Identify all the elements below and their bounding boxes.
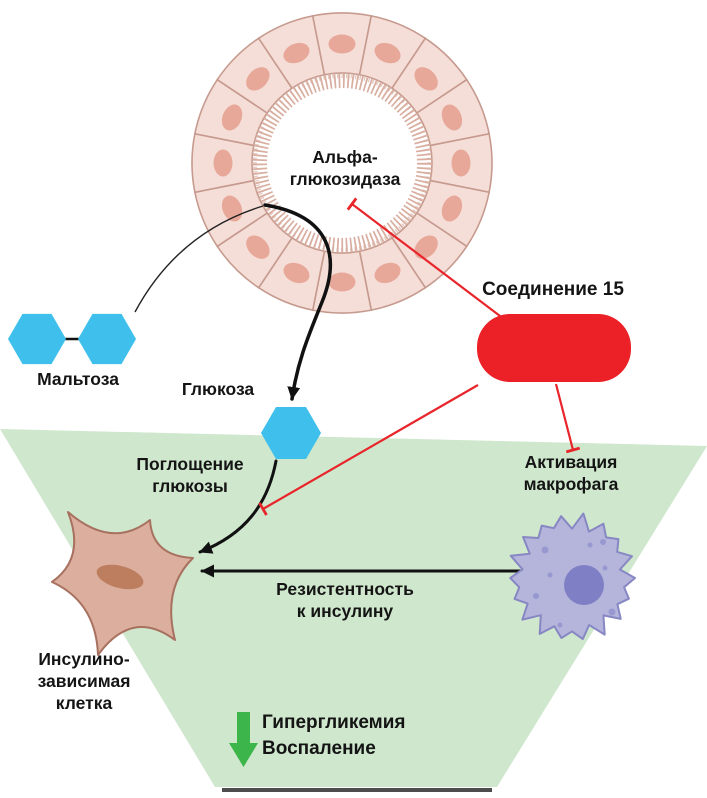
insulin-resistance-label: Резистентность к инсулину bbox=[276, 578, 414, 622]
text-line: Гипергликемия bbox=[262, 712, 406, 733]
text-line: клетка bbox=[55, 693, 113, 713]
text-line: Резистентность bbox=[276, 579, 414, 599]
brush-border-icon bbox=[253, 74, 431, 252]
text-line: зависимая bbox=[37, 671, 131, 691]
alpha-glucosidase-label: Альфа- глюкозидаза bbox=[290, 146, 401, 190]
line-maltose-to-enzyme bbox=[134, 205, 264, 313]
maltose-label: Мальтоза bbox=[37, 369, 119, 389]
inhibition-line-glucose-uptake bbox=[258, 384, 479, 516]
maltose-hexagon-left bbox=[8, 313, 66, 365]
glucose-molecule-icon bbox=[261, 407, 321, 459]
brush-border-outer-fuzz bbox=[251, 72, 433, 254]
insulin-dependent-cell-label: Инсулино- зависимая клетка bbox=[38, 648, 131, 714]
text-line: глюкозидаза bbox=[289, 169, 401, 189]
glucose-uptake-label: Поглощение глюкозы bbox=[136, 453, 243, 497]
glucose-label: Глюкоза bbox=[181, 379, 255, 399]
text-line: Альфа- bbox=[312, 147, 378, 167]
inhibition-line-enzyme bbox=[346, 197, 501, 317]
text-line: глюкозы bbox=[152, 476, 228, 496]
outcome-down-arrow-icon bbox=[229, 712, 258, 767]
compound-15-pill-icon bbox=[477, 314, 631, 382]
maltose-hexagon-right bbox=[78, 313, 136, 365]
lumen-circle bbox=[269, 90, 415, 236]
intestinal-cell-ring-icon bbox=[191, 12, 493, 314]
fibroblast-nucleus bbox=[96, 564, 144, 590]
text-line: Инсулино- bbox=[38, 649, 130, 669]
compound-15-label: Соединение 15 bbox=[482, 279, 624, 300]
text-line: Воспаление bbox=[262, 738, 376, 759]
inhibition-line-macrophage bbox=[554, 383, 581, 454]
insulin-dependent-cell-icon bbox=[51, 511, 194, 656]
macrophage-nucleus bbox=[564, 565, 604, 605]
macrophage-icon bbox=[509, 512, 636, 640]
arrow-glucose-uptake-to-cell bbox=[198, 459, 278, 554]
text-line: к инсулину bbox=[296, 601, 394, 621]
macrophage-activation-label: Активация макрофага bbox=[524, 451, 619, 495]
arrow-enzyme-to-glucose bbox=[263, 203, 333, 401]
outcomes-label: Гипергликемия Воспаление bbox=[262, 710, 405, 762]
text-line: макрофага bbox=[523, 474, 619, 494]
text-line: Активация bbox=[524, 452, 618, 472]
macrophage-granules bbox=[533, 539, 616, 628]
metabolic-zone-background bbox=[0, 429, 707, 787]
text-line: Поглощение bbox=[136, 454, 244, 474]
maltose-molecule-icon bbox=[8, 313, 136, 365]
